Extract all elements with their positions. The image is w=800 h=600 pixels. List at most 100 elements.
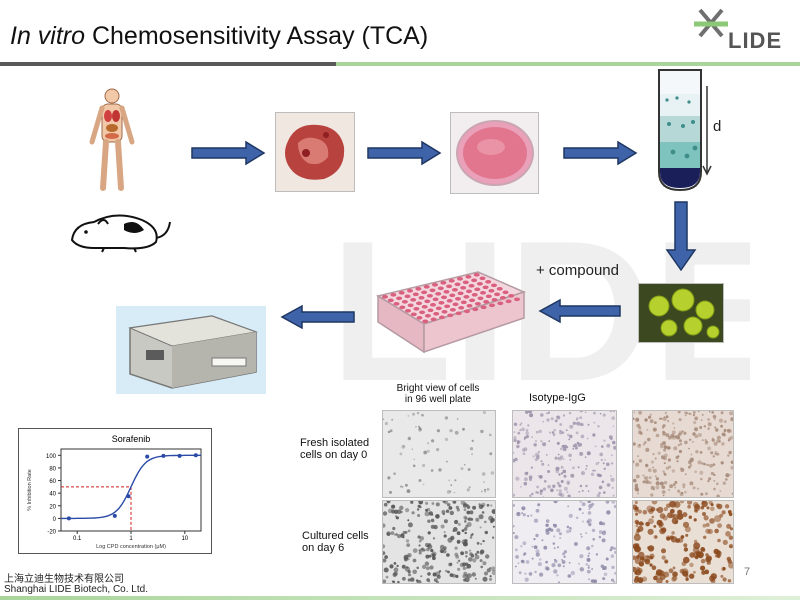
cell-dot <box>585 484 588 488</box>
cell-dot <box>433 578 438 582</box>
cell-dot <box>681 561 687 567</box>
cell-dot <box>418 501 424 505</box>
cell-dot <box>464 516 468 521</box>
cell-dot <box>586 546 591 551</box>
cell-dot <box>531 492 534 495</box>
cell-dot <box>423 549 426 552</box>
well <box>441 310 448 314</box>
cell-dot <box>421 413 424 417</box>
well <box>398 291 405 295</box>
data-point <box>177 453 182 458</box>
cell-dot <box>548 440 551 442</box>
cell-dot <box>704 439 707 441</box>
cell-dot <box>689 463 693 467</box>
well <box>514 297 520 302</box>
cell-dot <box>651 565 657 570</box>
cell-dot <box>456 418 459 420</box>
cell-dot <box>399 505 404 510</box>
cell-dot <box>422 463 426 468</box>
cell-dot <box>567 482 570 485</box>
cell-dot <box>707 480 710 483</box>
cell-dot <box>708 501 713 505</box>
y-tick-label: 40 <box>49 492 56 498</box>
cell-dot <box>560 493 565 497</box>
cell-dot <box>575 431 579 435</box>
cell-dot <box>684 414 687 417</box>
cell-dot <box>611 416 616 420</box>
well <box>460 286 467 290</box>
cell-dot <box>662 441 666 446</box>
cell-dot <box>383 551 386 555</box>
cell-dot <box>646 428 649 431</box>
cell-dot <box>667 512 673 519</box>
cell-dot <box>692 486 696 490</box>
well <box>427 308 434 313</box>
well <box>435 306 442 311</box>
cell-dot <box>715 428 719 432</box>
cell-dot <box>659 574 666 580</box>
cell-dot <box>655 481 660 486</box>
cell-dot <box>707 428 710 431</box>
cell-dot <box>661 426 665 429</box>
cell-dot <box>714 450 717 453</box>
cell-dot <box>598 535 602 539</box>
cell-dot <box>588 522 592 527</box>
cell-dot <box>637 577 644 583</box>
cell-dot <box>466 504 469 507</box>
cell-dot <box>720 574 724 578</box>
cell-dot <box>535 430 539 434</box>
cell-dot <box>693 542 701 550</box>
cell-dot <box>611 565 615 569</box>
cell-dot <box>586 437 589 440</box>
cell-dot <box>520 485 522 488</box>
arrow-right-icon <box>191 140 266 166</box>
cell-dot <box>603 491 606 494</box>
bright-view-label: Bright view of cells in 96 well plate <box>396 383 480 405</box>
well <box>477 296 484 301</box>
well <box>463 295 470 299</box>
cell-dot <box>728 535 733 540</box>
cell-dot <box>468 557 473 562</box>
cell-dot <box>592 433 596 437</box>
cell-dot <box>547 464 550 467</box>
cell-dot <box>453 491 456 494</box>
cell-dot <box>602 565 607 570</box>
cell-dot <box>655 433 660 438</box>
cell-dot <box>710 471 714 476</box>
cell-dot <box>585 468 588 470</box>
cell-dot <box>611 486 614 489</box>
cell-dot <box>678 418 682 422</box>
cell-dot <box>650 506 656 512</box>
cell-dot <box>517 562 520 565</box>
cell-dot <box>724 504 730 509</box>
cell-dot <box>566 529 570 534</box>
cell-dot <box>635 521 640 525</box>
well <box>446 299 453 303</box>
cell-dot <box>469 447 474 451</box>
cell-dot <box>514 439 517 443</box>
cell-dot <box>563 550 567 554</box>
well <box>488 289 495 293</box>
cell-dot <box>563 555 566 558</box>
cell-dot <box>412 412 416 416</box>
well <box>496 287 503 291</box>
cell-dot <box>662 494 665 497</box>
cell-dot <box>552 432 556 436</box>
cell-dot <box>714 418 716 421</box>
cell-dot <box>443 531 446 534</box>
cell-dot <box>721 510 726 515</box>
cell-dot <box>558 484 562 488</box>
cell-dot <box>513 504 515 507</box>
cell-dot <box>405 539 410 543</box>
cell-dot <box>462 574 467 579</box>
cell-dot <box>694 427 698 432</box>
cell-dot <box>567 574 572 578</box>
cell-dot <box>553 434 555 437</box>
cell-dot <box>545 567 550 571</box>
cell-dot <box>716 435 721 440</box>
cell-dot <box>647 437 651 442</box>
cell-dot <box>579 411 582 413</box>
cell-dot <box>467 517 472 522</box>
cell-dot <box>722 433 726 437</box>
